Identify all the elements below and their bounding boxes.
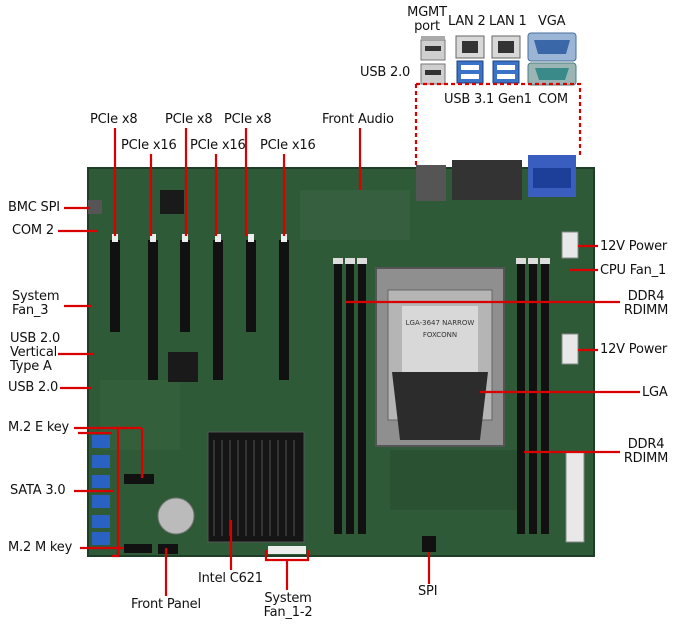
label-pcie-x8-3: PCIe x8: [224, 112, 272, 127]
label-usb20-vertical: USB 2.0 Vertical Type A: [10, 332, 60, 374]
label-fan12-line2: Fan_1-2: [263, 605, 313, 620]
label-lan2: LAN 2: [448, 14, 486, 29]
label-sata30: SATA 3.0: [10, 483, 66, 498]
dimm-slots: [333, 258, 550, 534]
pcie-slots: [110, 234, 289, 380]
label-com: COM: [538, 92, 568, 107]
label-vga: VGA: [538, 14, 566, 29]
cpu-socket: LGA-3647 NARROW FOXCONN: [375, 267, 505, 447]
label-m2-m-key: M.2 M key: [8, 540, 73, 555]
label-lan1: LAN 1: [489, 14, 527, 29]
io-chip: [160, 190, 184, 214]
spi-chip: [422, 536, 436, 552]
label-ddr4-top-line1: DDR4: [627, 289, 665, 304]
label-mgmt-line1: MGMT: [407, 5, 447, 20]
usb-port-icon: [456, 60, 520, 84]
label-usbv-line2: Vertical: [10, 345, 58, 360]
m2-e-connector: [124, 474, 154, 484]
label-pcie-x8-1: PCIe x8: [90, 112, 138, 127]
chipset-heatsink: [207, 431, 305, 543]
io-ports-group: [420, 32, 577, 86]
label-pcie-x16-3: PCIe x16: [260, 138, 316, 153]
sata-ports: [92, 435, 110, 545]
usb-port-icon: [420, 39, 446, 85]
label-system-fan3: System Fan_3: [12, 290, 59, 318]
label-usb31: USB 3.1 Gen1: [444, 92, 532, 107]
label-intel-c621: Intel C621: [198, 571, 263, 586]
label-pcie-x16-2: PCIe x16: [190, 138, 246, 153]
rj45-port-icon: [421, 35, 521, 59]
label-12v-power-mid: 12V Power: [600, 342, 668, 357]
socket-marking-1: LGA-3647 NARROW: [406, 319, 475, 327]
label-ddr4-bot-line1: DDR4: [627, 437, 665, 452]
label-fan12-line1: System: [264, 591, 312, 606]
m2-m-connector: [124, 544, 152, 553]
label-ddr4-bottom: DDR4 RDIMM: [618, 438, 674, 466]
label-fan3-line2: Fan_3: [12, 303, 49, 318]
label-ddr4-bot-line2: RDIMM: [623, 451, 669, 466]
label-12v-power-top: 12V Power: [600, 239, 668, 254]
label-front-panel: Front Panel: [131, 597, 201, 612]
label-usb20-top: USB 2.0: [360, 65, 411, 80]
socket-marking-2: FOXCONN: [423, 331, 457, 339]
vga-port-icon: [527, 32, 577, 62]
atx-power: [565, 451, 585, 543]
label-spi: SPI: [418, 584, 438, 599]
label-bmc-spi: BMC SPI: [8, 200, 60, 215]
fan-header-12: [268, 546, 306, 554]
label-pcie-x16-1: PCIe x16: [121, 138, 177, 153]
label-usbv-line3: Type A: [10, 359, 52, 374]
label-front-audio: Front Audio: [322, 112, 394, 127]
front-panel-header: [158, 544, 178, 554]
label-lga: LGA: [642, 385, 668, 400]
cmos-battery: [157, 497, 195, 535]
label-ddr4-top-line2: RDIMM: [623, 303, 669, 318]
label-mgmt-line2: port: [414, 19, 440, 34]
label-com2: COM 2: [12, 223, 54, 238]
label-fan3-line1: System: [12, 289, 60, 304]
power-connector-mid: [561, 333, 579, 365]
label-pcie-x8-2: PCIe x8: [165, 112, 213, 127]
label-usb20-left: USB 2.0: [8, 380, 59, 395]
label-m2-e-key: M.2 E key: [8, 420, 70, 435]
leader-lines: [58, 82, 640, 596]
label-ddr4-top: DDR4 RDIMM: [618, 290, 674, 318]
label-mgmt-port: MGMT port: [404, 6, 450, 34]
label-usbv-line1: USB 2.0: [10, 331, 61, 346]
label-cpu-fan1: CPU Fan_1: [600, 263, 667, 278]
label-system-fan12: System Fan_1-2: [258, 592, 318, 620]
power-connector-top: [561, 231, 579, 259]
rear-io-block: [416, 155, 576, 201]
bmc-chip: [168, 352, 198, 382]
serial-port-icon: [527, 62, 577, 86]
bmc-spi-header: [88, 200, 102, 214]
